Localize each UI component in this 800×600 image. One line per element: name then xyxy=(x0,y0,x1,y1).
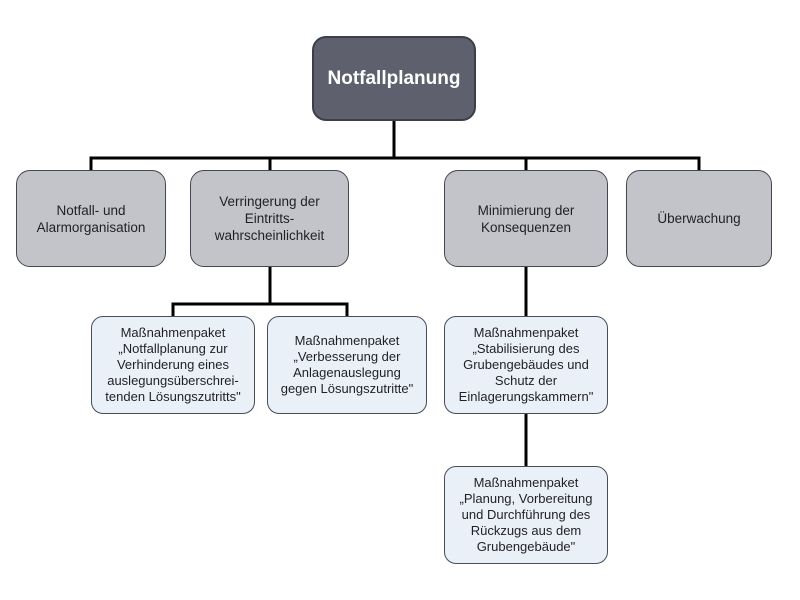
category-node-minimierung: Minimierung der Konsequenzen xyxy=(444,170,608,267)
package-node-label: Maßnahmenpaket „Verbesserung der Anlagen… xyxy=(280,333,414,396)
package-node-notfallplanung: Maßnahmenpaket „Notfallplanung zur Verhi… xyxy=(91,316,255,414)
package-node-rueckzug: Maßnahmenpaket „Planung, Vorbereitung un… xyxy=(444,466,608,564)
category-node-ueberwachung: Überwachung xyxy=(626,170,772,267)
root-node-notfallplanung: Notfallplanung xyxy=(312,36,476,121)
package-node-label: Maßnahmenpaket „Notfallplanung zur Verhi… xyxy=(105,325,241,404)
package-node-label: Maßnahmenpaket „Planung, Vorbereitung un… xyxy=(459,475,593,554)
category-node-verringerung: Verringerung der Eintritts- wahrscheinli… xyxy=(190,170,349,267)
category-node-label: Minimierung der Konsequenzen xyxy=(477,202,575,235)
root-node-label: Notfallplanung xyxy=(327,67,461,89)
package-node-stabilisierung: Maßnahmenpaket „Stabilisierung des Grube… xyxy=(444,316,608,414)
category-node-notfall-alarmorganisation: Notfall- und Alarmorganisation xyxy=(16,170,166,267)
package-node-anlagenauslegung: Maßnahmenpaket „Verbesserung der Anlagen… xyxy=(267,316,427,414)
package-node-label: Maßnahmenpaket „Stabilisierung des Grube… xyxy=(458,325,594,404)
category-node-label: Überwachung xyxy=(657,211,741,226)
category-node-label: Verringerung der Eintritts- wahrscheinli… xyxy=(214,194,325,243)
category-node-label: Notfall- und Alarmorganisation xyxy=(36,202,146,235)
